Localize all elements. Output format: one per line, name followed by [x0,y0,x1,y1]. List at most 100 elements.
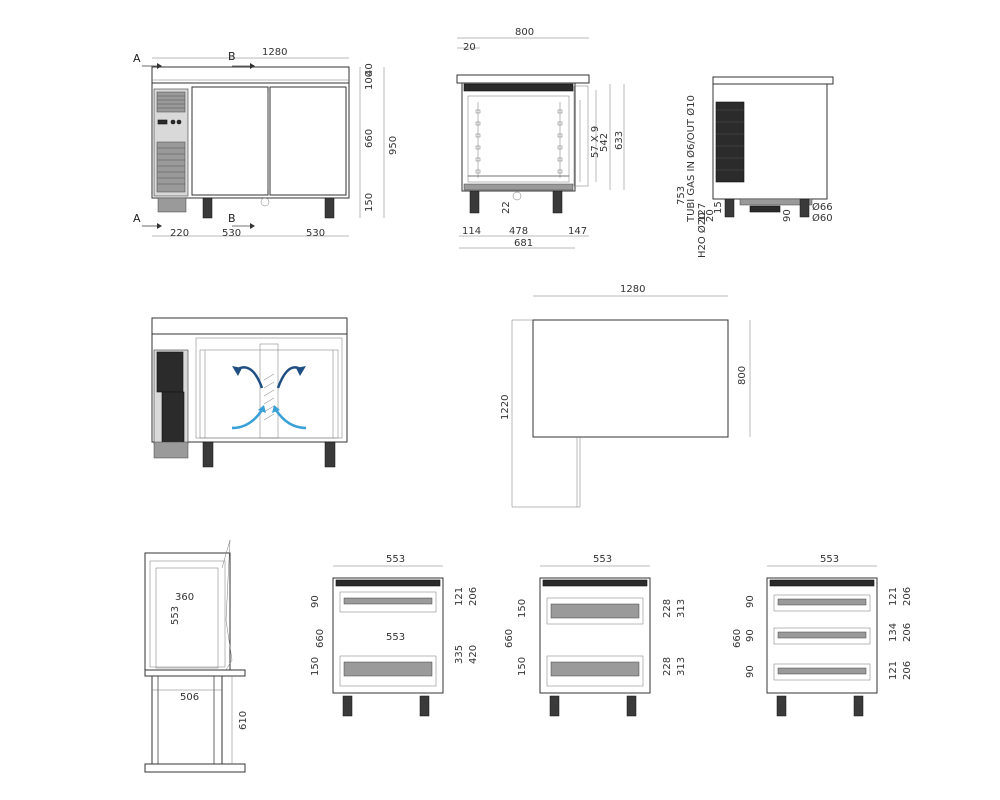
drawer4-d3: 90 [745,665,756,678]
leg-height-dim: 150 [364,193,375,212]
drawer-3 [773,663,871,681]
section-b-bottom: B [228,212,236,225]
section-dim-1: 57 X 9 [590,126,601,158]
plan-width-dim: 1280 [620,284,645,295]
drawer-base-dim: 506 [180,692,199,703]
section-dim-3: 633 [614,131,625,150]
side-d90: 90 [782,209,793,222]
section-overall-dim: 681 [514,238,533,249]
airflow-worktop [151,317,348,335]
drawer-top [546,597,644,625]
shelf-rails [475,102,563,178]
drawer3-top: 150 [517,599,528,618]
drawer4-d134: 134 [888,623,899,642]
drawer-view-3: 553 660 150 150 228 313 228 313 [504,554,687,717]
drawer2-d335: 335 [454,645,465,664]
drawer2-bottom: 150 [310,657,321,676]
front-worktop [151,66,350,84]
plan-door-swing-dim: 1220 [500,395,511,420]
drawer4-height: 660 [732,629,743,648]
section-dim-2: 542 [599,133,610,152]
side-d127: 127 [697,203,708,222]
drawer4-d206c: 206 [902,661,913,680]
section-b-top: B [228,50,236,63]
side-h2o-label: H2O Ø20 [696,212,708,258]
drawer2-width: 553 [386,554,405,565]
drawer4-d1: 90 [745,595,756,608]
section-offset-right: 147 [568,226,587,237]
door-1-dim: 530 [222,228,241,239]
evaporator [259,343,279,439]
drawer-2 [773,627,871,645]
plan-view: 1280 800 1220 [500,284,751,508]
front-door-right [269,86,347,196]
worktop-top-dim: 40 [364,63,375,76]
plan-outline [532,319,729,438]
total-height-dim: 950 [388,136,399,155]
drawer2-d121: 121 [454,587,465,606]
section-a-top: A [133,52,141,65]
drawer2-top: 90 [310,595,321,608]
drawer-view-4: 553 660 90 90 90 121 206 134 206 121 206 [732,554,913,717]
door-2-dim: 530 [306,228,325,239]
section-overhang-dim: 20 [463,42,476,53]
section-offset-left: 114 [462,226,481,237]
drawer3-d313b: 313 [676,657,687,676]
side-view: 753 TUBI GAS IN Ø6/OUT Ø10 H2O Ø20 127 2… [676,76,834,258]
drawer4-width: 553 [820,554,839,565]
section-drain-dim: 22 [501,201,512,214]
drawer-section-view: 360 553 506 610 [144,539,249,773]
drawer-view-2: 553 553 660 90 150 121 206 335 420 [310,554,479,717]
drawer3-d228b: 228 [662,657,673,676]
drawer4-d121b: 121 [888,661,899,680]
drawer4-d206b: 206 [902,623,913,642]
drawer3-bottom: 150 [517,657,528,676]
drawer-bottom [339,655,437,687]
section-worktop [456,74,590,84]
drawer3-height: 660 [504,629,515,648]
airflow-view [151,317,348,468]
side-pipes-label: TUBI GAS IN Ø6/OUT Ø10 [685,95,697,223]
compressor [161,391,185,443]
section-inner-width: 478 [509,226,528,237]
front-leg [202,197,213,219]
control-panel-display [157,119,168,125]
drawer-height-dim: 553 [170,606,181,625]
cabinet-height-dim: 660 [364,129,375,148]
section-depth-dim: 800 [515,27,534,38]
drawer-inner-width: 360 [175,592,194,603]
drawer3-d228a: 228 [662,599,673,618]
drawer-inner-box [155,567,219,669]
side-section-view: 800 20 57 X 9 542 633 22 114 478 147 681 [456,27,625,249]
side-height-dim: 753 [676,186,687,205]
drawer2-inner: 553 [386,632,405,643]
side-d15: 15 [713,201,724,214]
side-d66: Ø66 [812,201,833,213]
drawer-top [339,591,437,613]
section-cabinet [461,82,576,192]
left-module-dim: 220 [170,228,189,239]
drawer3-width: 553 [593,554,612,565]
drawer-break-line [221,539,233,671]
side-d20: 20 [705,209,716,222]
front-leg [324,197,335,219]
drawer2-height: 660 [315,629,326,648]
drawer3-d313a: 313 [676,599,687,618]
worktop-sub-dim: 100 [364,71,375,90]
airflow-arrow-left-in [231,409,264,430]
drawer2-d420: 420 [468,645,479,664]
front-width-dim: 1280 [262,47,287,58]
plan-depth-dim: 800 [737,366,748,385]
section-a-bottom: A [133,212,141,225]
side-d60: Ø60 [812,212,833,224]
condensing-grill-top [156,91,186,113]
airflow-arrow-right-in [274,409,307,430]
drawer-bottom [546,655,644,687]
drawer-leg-dim: 610 [238,711,249,730]
front-view: 1280 A B A B 220 530 530 40 100 660 150 … [133,47,399,239]
condensing-grill-bottom [156,141,186,193]
drawer4-d121a: 121 [888,587,899,606]
front-door-left [191,86,269,196]
